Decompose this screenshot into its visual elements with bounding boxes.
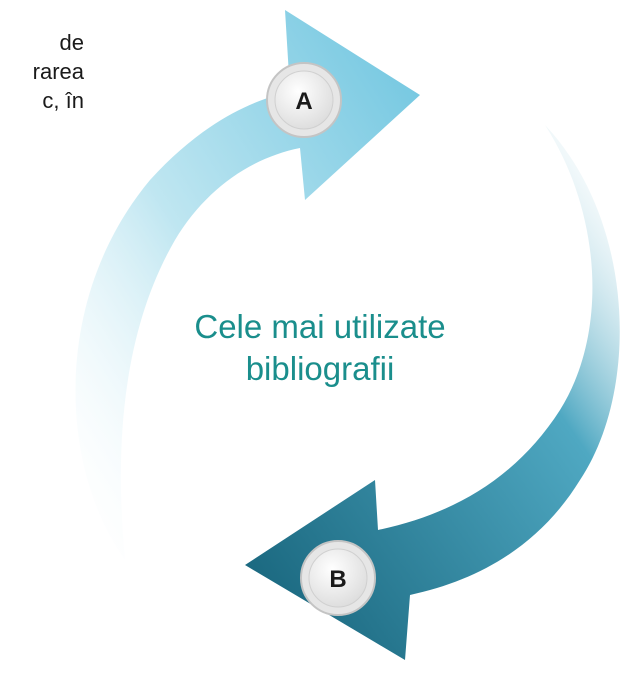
center-label-line-2: bibliografii (245, 350, 395, 387)
background-text-line-2: rarea (32, 59, 84, 84)
center-label: Cele mai utilizate bibliografii (120, 306, 520, 390)
badge-a: A (266, 62, 342, 138)
background-text-line-3: c, în (42, 88, 84, 113)
background-text-line-1: de (59, 30, 84, 55)
background-text: de rarea c, în (0, 28, 84, 115)
badge-a-label: A (295, 88, 312, 115)
badge-b: B (300, 540, 376, 616)
arrow-b-shape (245, 125, 620, 660)
arrow-a-shape (75, 10, 420, 560)
center-label-line-1: Cele mai utilizate (194, 308, 446, 345)
badge-b-label: B (329, 566, 346, 593)
